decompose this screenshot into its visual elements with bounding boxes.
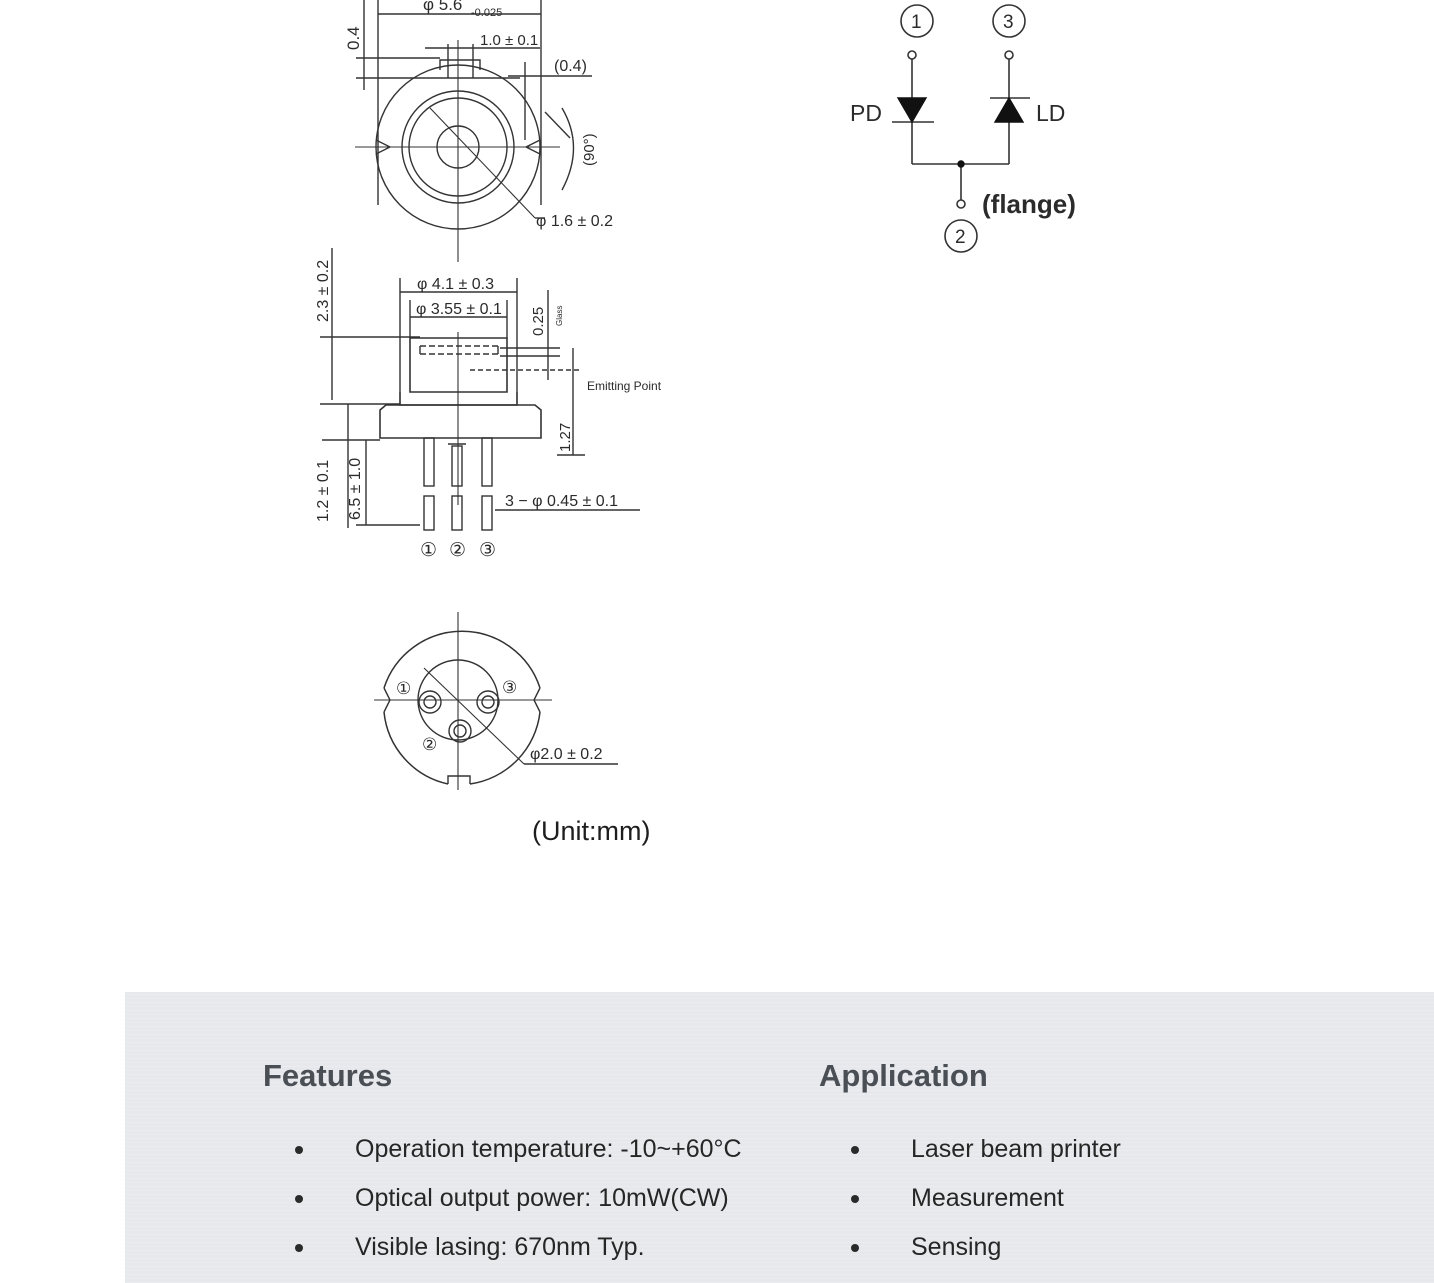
dim-glass-label: Glass <box>555 306 564 326</box>
ld-diode-icon <box>993 96 1025 123</box>
dim-key-width: 1.0 ± 0.1 <box>480 32 538 49</box>
list-item: Sensing <box>819 1233 1419 1282</box>
top-view <box>355 0 592 262</box>
features-title: Features <box>263 1058 393 1093</box>
dim-cap-inner-diameter: φ 3.55 ± 0.1 <box>416 301 502 318</box>
dim-flange-height: 1.2 ± 0.1 <box>315 460 332 522</box>
dim-cap-diameter: φ 4.1 ± 0.3 <box>417 276 494 293</box>
dim-top-diameter: φ 5.6 <box>423 0 462 14</box>
dim-emitting-height: 1.27 <box>557 423 574 452</box>
dim-window-diameter: φ 1.6 ± 0.2 <box>536 213 613 230</box>
dim-key-angle: (90°) <box>581 133 598 166</box>
circuit-ld-label: LD <box>1036 100 1065 126</box>
list-item: Operation temperature: -10~+60°C <box>263 1135 863 1184</box>
dim-top-diameter-tol: -0.025 <box>471 7 502 19</box>
application-list: Laser beam printer Measurement Sensing <box>819 1135 1419 1282</box>
dim-lead-diameter: 3 − φ 0.45 ± 0.1 <box>505 493 618 510</box>
bottom-pin-label-1: ① <box>396 679 411 698</box>
bottom-view <box>374 612 618 790</box>
features-list: Operation temperature: -10~+60°C Optical… <box>263 1135 863 1282</box>
circuit-pin3-number: 3 <box>1003 12 1014 33</box>
bottom-pin-label-2: ② <box>422 735 437 754</box>
circuit-diagram <box>892 4 1030 253</box>
mechanical-drawing: φ 5.6 -0.025 0.4 1.0 ± 0.1 (0.4) (90°) φ… <box>315 0 1076 790</box>
list-item: Measurement <box>819 1184 1419 1233</box>
circuit-pin1-number: 1 <box>911 12 922 33</box>
bullet-icon <box>851 1195 859 1203</box>
dim-key-offset: (0.4) <box>554 58 587 75</box>
circuit-flange-label: (flange) <box>982 189 1076 219</box>
bullet-icon <box>851 1244 859 1252</box>
side-pin-label-1: ① <box>420 540 437 561</box>
dim-top-height: 0.4 <box>344 26 363 50</box>
bullet-icon <box>851 1146 859 1154</box>
dim-lead-length: 6.5 ± 1.0 <box>347 458 364 520</box>
unit-label: (Unit:mm) <box>532 816 651 846</box>
side-pin-label-2: ② <box>449 540 466 561</box>
side-pin-label-3: ③ <box>479 540 496 561</box>
bullet-icon <box>295 1244 303 1252</box>
list-item: Laser beam printer <box>819 1135 1419 1184</box>
side-view <box>320 248 640 531</box>
list-item: Optical output power: 10mW(CW) <box>263 1184 863 1233</box>
circuit-pin2-number: 2 <box>955 227 966 248</box>
dim-glass-thickness: 0.25 <box>530 307 547 336</box>
dim-emitting-point: Emitting Point <box>587 379 662 393</box>
bullet-icon <box>295 1146 303 1154</box>
dim-cap-height: 2.3 ± 0.2 <box>315 260 332 322</box>
application-title: Application <box>819 1058 988 1093</box>
dim-pcd-diameter: φ2.0 ± 0.2 <box>530 746 603 763</box>
bottom-pin-label-3: ③ <box>502 678 517 697</box>
bullet-icon <box>295 1195 303 1203</box>
info-panel: Features Operation temperature: -10~+60°… <box>125 992 1434 1283</box>
pd-diode-icon <box>896 97 928 124</box>
circuit-pd-label: PD <box>850 100 882 126</box>
list-item: Visible lasing: 670nm Typ. <box>263 1233 863 1282</box>
